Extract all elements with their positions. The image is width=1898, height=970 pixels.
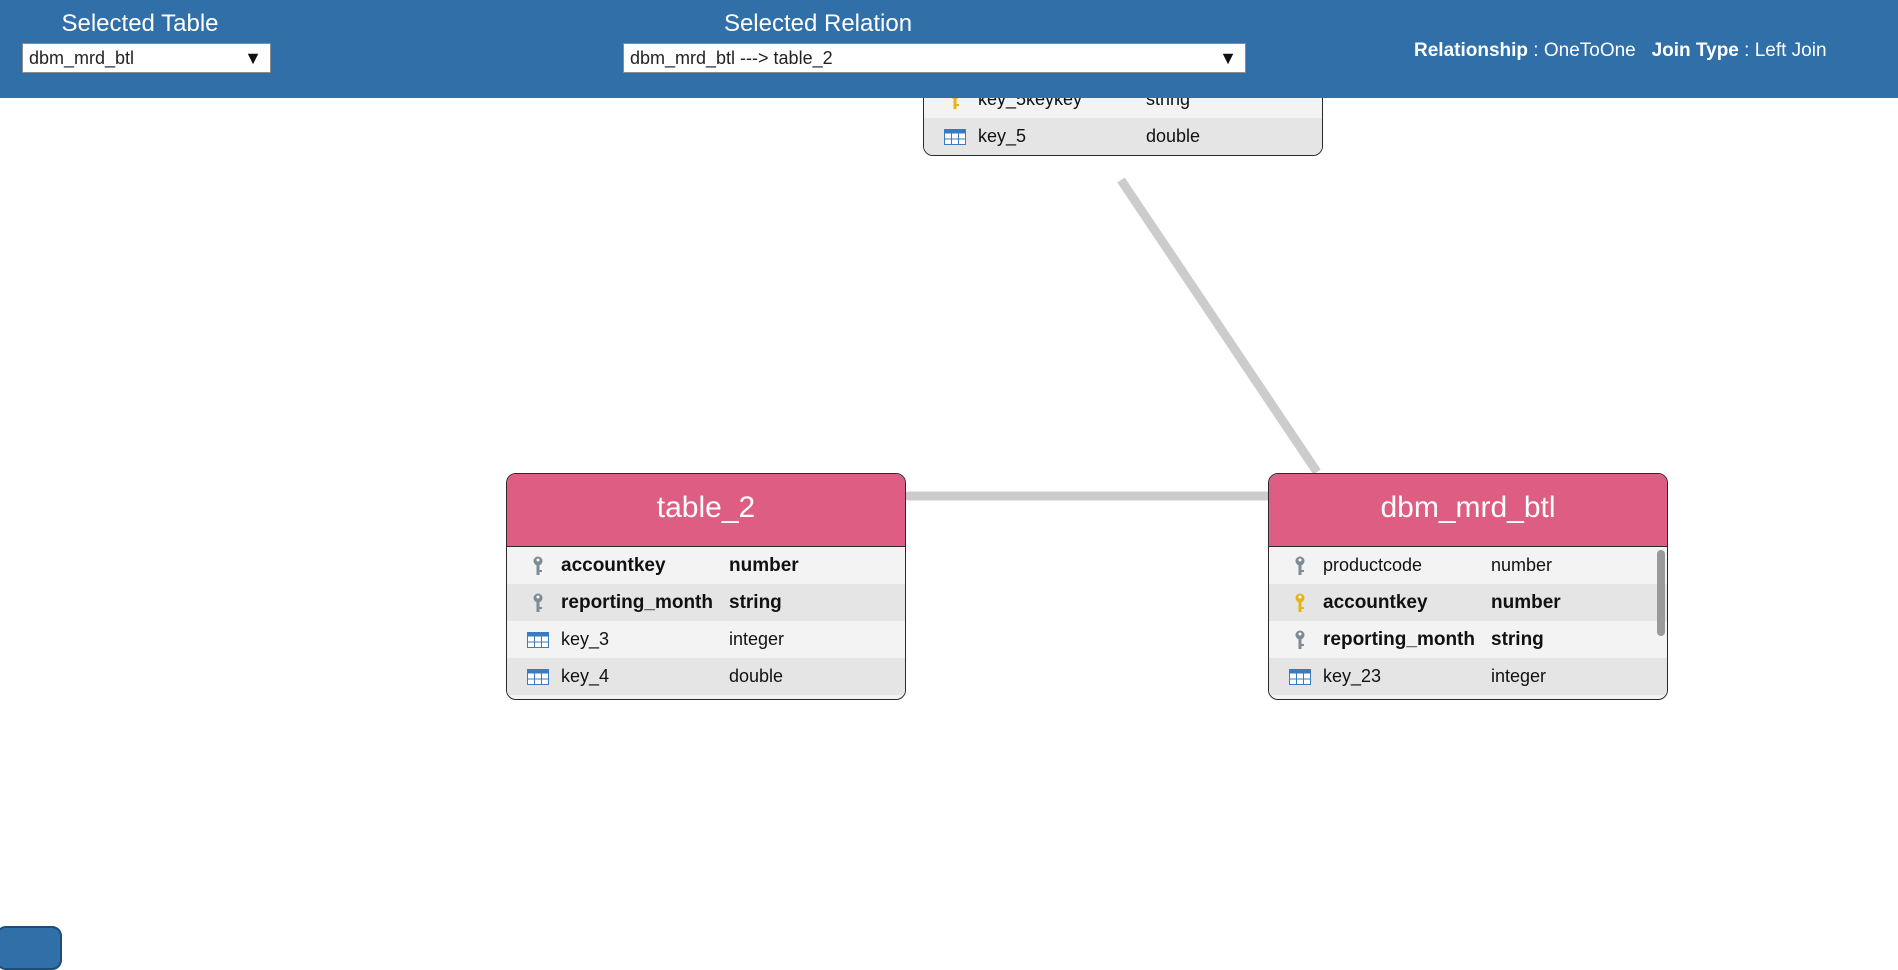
relationship-value: : OneToOne	[1533, 40, 1636, 61]
column-type: integer	[729, 629, 785, 649]
column-type: double	[729, 666, 784, 686]
selected-table-value: dbm_mrd_btl	[29, 48, 135, 68]
column-name: key_4	[561, 666, 610, 686]
table-scrollbar[interactable]	[1657, 550, 1665, 636]
chevron-down-icon: ▼	[1219, 48, 1237, 68]
primary-key-icon	[942, 98, 968, 110]
chevron-down-icon: ▼	[244, 48, 262, 68]
table-row[interactable]: key_5 double	[924, 118, 1322, 155]
foreign-key-icon	[525, 556, 551, 576]
table-row[interactable]: accountkey number	[507, 547, 905, 584]
relation-links	[904, 177, 1321, 501]
table-row[interactable]: reporting_month string	[1269, 621, 1667, 658]
selected-table-dropdown[interactable]: dbm_mrd_btl ▼	[22, 43, 271, 73]
selected-relation-value: dbm_mrd_btl ---> table_2	[630, 48, 833, 68]
table-row[interactable]: key_4 double	[507, 658, 905, 695]
relationship-label: Relationship	[1414, 40, 1529, 61]
column-name: accountkey	[1323, 591, 1428, 613]
column-icon	[525, 630, 551, 650]
column-icon	[525, 667, 551, 687]
column-type: string	[1146, 98, 1191, 109]
table-row[interactable]: key_23 integer	[1269, 658, 1667, 695]
column-icon	[1287, 667, 1313, 687]
column-type: integer	[1491, 666, 1547, 686]
column-type: string	[1491, 628, 1544, 650]
join-type-value: : Left Join	[1744, 40, 1827, 61]
relation-link-top-to-dbm[interactable]	[1117, 177, 1321, 475]
table-row[interactable]: reporting_month string	[507, 584, 905, 621]
column-type: string	[729, 591, 782, 613]
column-name: key_5keykey	[978, 98, 1083, 109]
diagram-canvas[interactable]: key_5keykey string key_5 double table_2 …	[0, 98, 1898, 952]
column-name: productcode	[1323, 555, 1423, 575]
table-card-top[interactable]: key_5keykey string key_5 double	[923, 98, 1323, 156]
column-name: reporting_month	[1323, 628, 1475, 650]
table-row[interactable]: accountkey number	[1269, 584, 1667, 621]
relationship-info: Relationship : OneToOne Join Type : Left…	[1414, 40, 1827, 62]
column-icon	[942, 127, 968, 147]
table-card-table-2[interactable]: table_2 accountkey number reporting_mont…	[506, 473, 906, 700]
column-name: key_5	[978, 126, 1027, 146]
table-row[interactable]: productcode number	[1269, 547, 1667, 584]
table-card-dbm-mrd-btl[interactable]: dbm_mrd_btl productcode number accountke…	[1268, 473, 1668, 700]
column-name: key_23	[1323, 666, 1382, 686]
column-type: double	[1146, 126, 1201, 146]
foreign-key-icon	[1287, 556, 1313, 576]
column-type: number	[729, 554, 799, 576]
table-row[interactable]: key_3 integer	[507, 621, 905, 658]
primary-key-icon	[1287, 593, 1313, 613]
column-name: key_3	[561, 629, 610, 649]
foreign-key-icon	[525, 593, 551, 613]
table-header: table_2	[507, 474, 905, 547]
column-type: number	[1491, 555, 1553, 575]
foreign-key-icon	[1287, 630, 1313, 650]
column-name: accountkey	[561, 554, 666, 576]
table-header: dbm_mrd_btl	[1269, 474, 1667, 547]
column-name: reporting_month	[561, 591, 713, 613]
column-type: number	[1491, 591, 1561, 613]
toolbar-header: Selected Table dbm_mrd_btl ▼ Selected Re…	[0, 0, 1898, 98]
selected-relation-label: Selected Relation	[723, 10, 913, 37]
table-row[interactable]: key_5keykey string	[924, 98, 1322, 118]
selected-relation-dropdown[interactable]: dbm_mrd_btl ---> table_2 ▼	[623, 43, 1246, 73]
corner-button[interactable]	[0, 926, 62, 970]
selected-table-label: Selected Table	[61, 10, 219, 37]
join-type-label: Join Type	[1651, 40, 1739, 61]
